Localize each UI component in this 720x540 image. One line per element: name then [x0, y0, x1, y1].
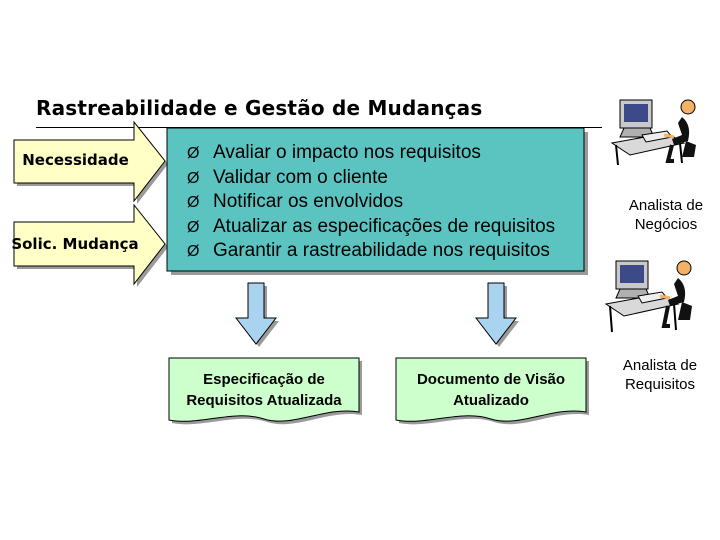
action-text: Avaliar o impacto nos requisitos: [213, 142, 481, 163]
output-line: Documento de Visão: [416, 371, 566, 388]
action-item: Ø Notificar os envolvidos: [187, 190, 555, 215]
bullet-arrow-icon: Ø: [187, 243, 200, 260]
output-doc-visao: [395, 357, 589, 425]
down-arrow-right: [474, 282, 519, 347]
person-at-computer-icon: [604, 260, 692, 333]
input-arrow-solic-mudanca: [13, 203, 168, 287]
action-text: Validar com o cliente: [213, 166, 388, 188]
bullet-arrow-icon: Ø: [187, 169, 200, 187]
bullet-arrow-icon: Ø: [187, 218, 200, 236]
action-item: Ø Garantir a rastreabilidade nos requisit…: [187, 239, 555, 264]
input-arrow-necessidade: [13, 120, 168, 204]
action-list: Ø Avaliar o impacto nos requisitos Ø Valid…: [187, 141, 555, 264]
down-arrow-left: [234, 282, 279, 347]
person-at-computer-icon: [610, 99, 696, 166]
output-label-especificacao: Especificação de Requisitos Atualizada: [169, 369, 359, 411]
input-label-solic-mudanca: Solic. Mudança: [11, 235, 139, 253]
role-label-analista-requisitos: Analista de Requisitos: [610, 356, 710, 394]
role-line: Negócios: [634, 216, 698, 233]
action-item: Ø Atualizar as especificações de requisit…: [187, 215, 555, 240]
action-item: Ø Validar com o cliente: [187, 166, 555, 191]
output-line: Atualizado: [453, 392, 529, 409]
action-text: Notificar os envolvidos: [213, 191, 404, 212]
role-line: Analista de: [622, 357, 698, 374]
input-label-necessidade: Necessidade: [22, 151, 129, 169]
page-title: Rastreabilidade e Gestão de Mudanças: [36, 96, 483, 120]
action-item: Ø Avaliar o impacto nos requisitos: [187, 141, 555, 166]
process-box: [166, 127, 588, 275]
output-label-visao: Documento de Visão Atualizado: [396, 369, 586, 411]
role-line: Requisitos: [624, 376, 696, 393]
bullet-arrow-icon: Ø: [187, 194, 200, 211]
role-line: Analista de: [628, 197, 704, 214]
bullet-arrow-icon: Ø: [187, 145, 200, 162]
action-text: Garantir a rastreabilidade nos requisito…: [213, 240, 550, 261]
role-label-analista-negocios: Analista de Negócios: [616, 196, 716, 234]
output-line: Requisitos Atualizada: [186, 392, 342, 409]
output-line: Especificação de: [203, 371, 325, 388]
action-text: Atualizar as especificações de requisito…: [213, 215, 556, 237]
output-doc-especificacao: [168, 357, 362, 425]
